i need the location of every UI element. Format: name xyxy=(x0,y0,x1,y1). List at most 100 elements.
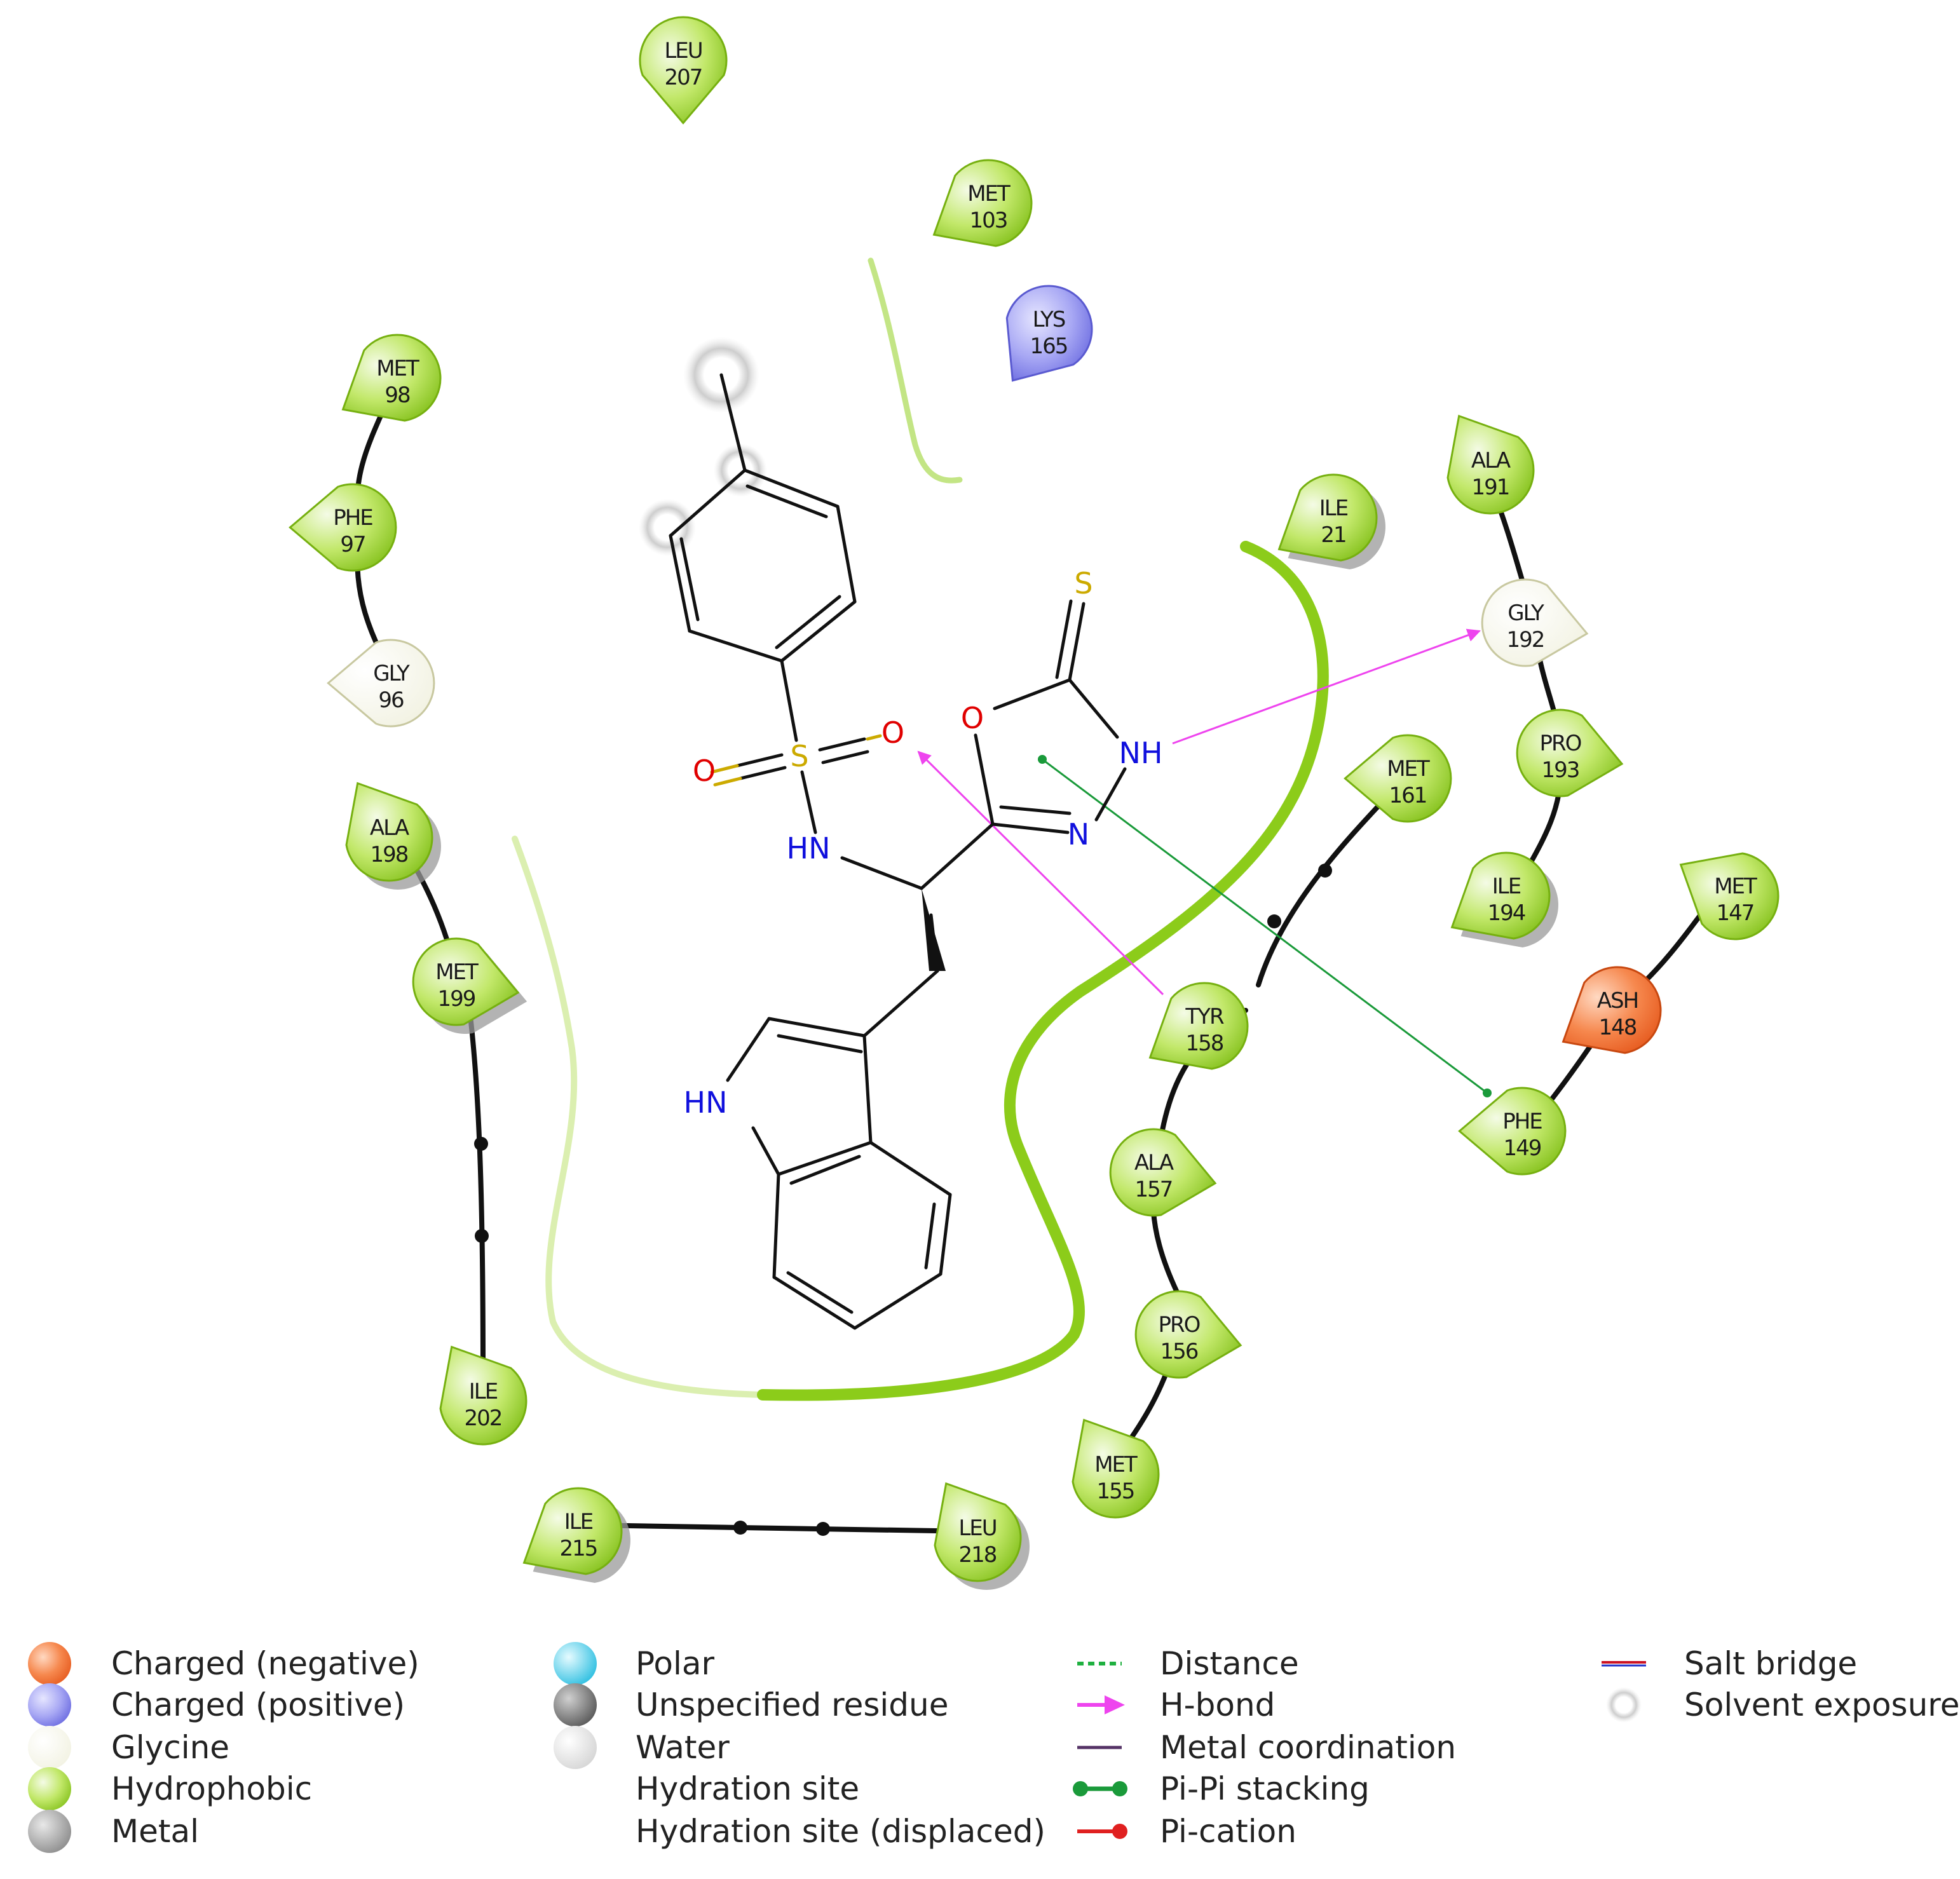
residue-number: 191 xyxy=(1472,475,1509,500)
legend-label: Water xyxy=(636,1729,730,1766)
legend-label: Glycine xyxy=(111,1729,229,1766)
residue-name: MET xyxy=(376,356,419,381)
residue-name: MET xyxy=(1387,756,1430,782)
residue-glyph xyxy=(522,1487,623,1575)
residue-name: LEU xyxy=(664,38,702,64)
residue-name: LEU xyxy=(958,1516,996,1541)
residue-glyph xyxy=(1109,1128,1217,1217)
legend-swatch-hbond-arrow xyxy=(1105,1695,1125,1714)
residue-name: ILE xyxy=(469,1379,498,1404)
atom-oxygen-ring: O xyxy=(961,701,984,735)
residue-number: 193 xyxy=(1542,757,1579,783)
atom-oxygen-sulfonyl-right: O xyxy=(881,716,904,750)
residue-name: ILE xyxy=(1319,496,1348,521)
atom-sulfur-thione: S xyxy=(1074,566,1092,600)
atom-hn-amide: HN xyxy=(787,831,831,865)
legend-label: H-bond xyxy=(1160,1686,1275,1723)
residue-number: 103 xyxy=(970,208,1007,233)
legend-label: Solvent exposure xyxy=(1684,1686,1960,1723)
residue-name: MET xyxy=(1094,1452,1138,1477)
residue-number: 207 xyxy=(665,65,702,90)
residue-number: 161 xyxy=(1389,783,1427,808)
residue-number: 199 xyxy=(438,986,475,1012)
residue-number: 147 xyxy=(1717,900,1754,926)
atom-sulfur-sulfonyl: S xyxy=(790,739,808,773)
residue-number: 157 xyxy=(1135,1177,1173,1202)
legend-swatch-negative xyxy=(28,1642,71,1685)
atom-oxygen-sulfonyl-left: O xyxy=(693,754,716,788)
residue-number: 155 xyxy=(1097,1479,1134,1504)
legend-swatch-positive xyxy=(28,1683,71,1726)
residue-number: 148 xyxy=(1599,1015,1637,1040)
legend-label: Pi-Pi stacking xyxy=(1160,1770,1370,1807)
legend-label: Pi-cation xyxy=(1160,1813,1296,1850)
residue-number: 165 xyxy=(1030,334,1068,359)
residue-number: 198 xyxy=(371,842,408,867)
residue-number: 97 xyxy=(340,532,365,557)
residue-name: MET xyxy=(967,181,1011,207)
legend-swatch-polar xyxy=(554,1642,597,1685)
residue-number: 96 xyxy=(378,688,404,713)
residue-name: ALA xyxy=(1471,448,1511,473)
residue-number: 158 xyxy=(1186,1031,1223,1056)
residue-number: 202 xyxy=(465,1406,502,1431)
residue-glyph xyxy=(1481,578,1589,667)
residue-glyph xyxy=(1344,734,1452,823)
hbond-nh-gly192 xyxy=(1172,628,1481,745)
residue-glyph xyxy=(439,1345,527,1446)
residue-glyph xyxy=(1277,473,1378,562)
residue-number: 218 xyxy=(959,1542,997,1568)
legend-label: Metal xyxy=(111,1813,199,1850)
legend-label: Unspecified residue xyxy=(636,1686,948,1723)
residue-glyph xyxy=(1446,414,1535,515)
residue-name: PRO xyxy=(1159,1312,1200,1338)
binding-pocket-outline xyxy=(512,257,1329,1401)
residue-name: ILE xyxy=(1492,874,1521,899)
solvent-exposure-halo xyxy=(639,499,696,556)
residue-name: MET xyxy=(1714,874,1757,899)
residue-number: 192 xyxy=(1507,627,1544,653)
legend-label: Salt bridge xyxy=(1684,1645,1857,1682)
legend-label: Hydration site xyxy=(636,1770,859,1807)
residue-number: 149 xyxy=(1504,1136,1541,1161)
residue-glyph xyxy=(1562,966,1662,1054)
residue-glyph xyxy=(327,639,435,728)
residue-name: PHE xyxy=(333,505,372,531)
residue-layer: LEU207MET103LYS165MET98PHE97GLY96ALA198M… xyxy=(289,16,1780,1590)
pipi-phe149-oxadiazole xyxy=(1042,758,1488,1094)
residue-name: PRO xyxy=(1540,731,1581,756)
residue-glyph xyxy=(1679,852,1780,940)
residue-name: LYS xyxy=(1033,307,1065,332)
atom-hn-indole: HN xyxy=(684,1085,728,1120)
residue-number: 194 xyxy=(1488,900,1525,926)
residue-glyph xyxy=(289,483,397,572)
legend-swatch-unspecified xyxy=(554,1683,597,1726)
legend-swatch-glycine xyxy=(28,1726,71,1769)
legend-swatch-water xyxy=(554,1726,597,1769)
residue-glyph xyxy=(412,937,520,1026)
residue-glyph xyxy=(1072,1418,1160,1519)
residue-glyph xyxy=(1005,285,1093,382)
residue-glyph xyxy=(932,159,1033,247)
interaction-lines xyxy=(917,628,1492,1097)
legend-swatch-metal xyxy=(28,1810,71,1853)
residue-glyph xyxy=(1450,851,1551,940)
hbond-tyr158-sulfonyl-o xyxy=(917,750,1164,996)
